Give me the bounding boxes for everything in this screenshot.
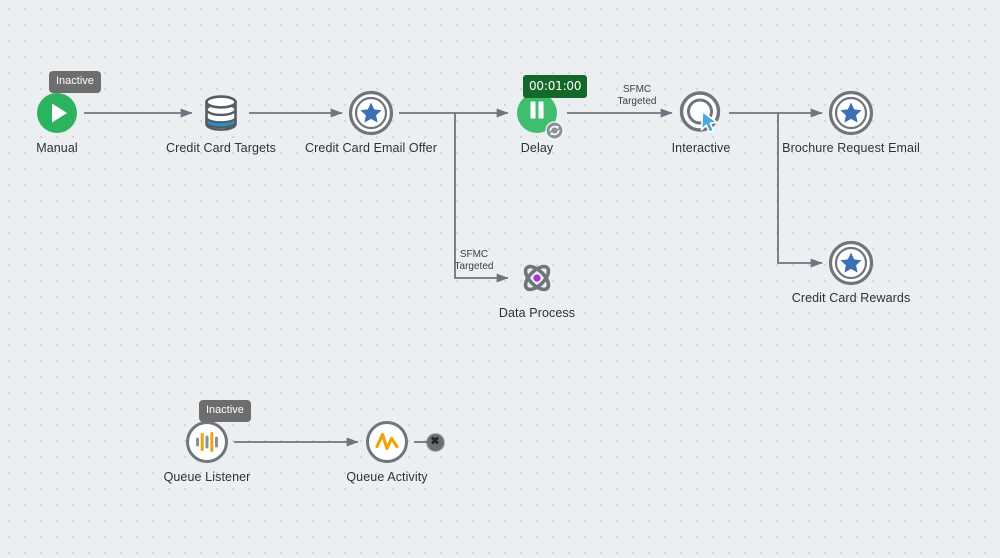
node-label-queue-listener: Queue Listener <box>163 470 251 484</box>
pause-circle-icon[interactable] <box>513 89 561 137</box>
pulse-wave-icon[interactable] <box>363 418 411 466</box>
node-label-credit-card-email-offer: Credit Card Email Offer <box>305 141 437 155</box>
email-star-icon[interactable] <box>827 239 875 287</box>
node-label-credit-card-targets: Credit Card Targets <box>165 141 277 155</box>
play-circle-icon[interactable] <box>33 89 81 137</box>
edge-label-delay-to-interactive: SFMC Targeted <box>617 84 657 107</box>
timer-badge-delay: 00:01:00 <box>523 75 588 98</box>
node-label-data-process: Data Process <box>498 306 576 320</box>
node-label-interactive: Interactive <box>671 141 731 155</box>
node-label-delay: Delay <box>520 141 554 155</box>
edge-interactive-to-rewards <box>777 113 823 268</box>
node-label-credit-card-rewards: Credit Card Rewards <box>791 291 911 305</box>
stop-terminator[interactable]: ✖ <box>426 433 444 451</box>
node-label-brochure-request-email: Brochure Request Email <box>782 141 920 155</box>
email-star-icon[interactable] <box>347 89 395 137</box>
database-icon[interactable] <box>197 89 245 137</box>
atom-orbit-icon[interactable] <box>513 254 561 302</box>
stop-terminator-glyph: ✖ <box>430 435 440 447</box>
recurrence-icon[interactable] <box>545 121 564 140</box>
node-label-queue-activity: Queue Activity <box>346 470 428 484</box>
status-badge-queue-listener: Inactive <box>199 400 251 422</box>
signal-bars-icon[interactable] <box>183 418 231 466</box>
edge-label-email-offer-to-data-process: SFMC Targeted <box>454 249 494 272</box>
edge-email-offer-to-data-process <box>454 113 509 283</box>
node-label-manual: Manual <box>36 141 78 155</box>
status-badge-manual: Inactive <box>49 71 101 93</box>
email-star-icon[interactable] <box>827 89 875 137</box>
cursor-ring-icon[interactable] <box>677 89 725 137</box>
